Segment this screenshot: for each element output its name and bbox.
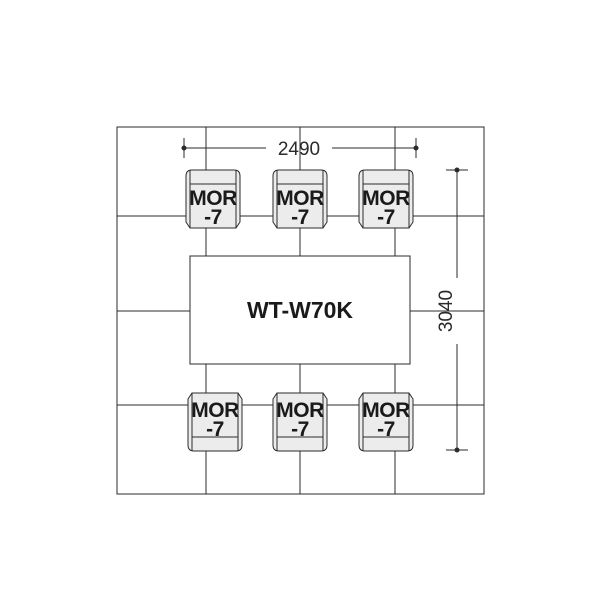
width-dimension-label: 2490 — [278, 139, 320, 160]
chair-top-right: MOR -7 — [358, 169, 414, 229]
width-dim-dot-left — [181, 145, 187, 151]
width-dim-dot-right — [413, 145, 419, 151]
chair-bottom-center: MOR -7 — [272, 392, 328, 452]
chair-bottom-left: MOR -7 — [187, 392, 243, 452]
chair-bottom-right: MOR -7 — [358, 392, 414, 452]
chair-label-line1: MOR — [362, 399, 410, 422]
chair-label-line1: MOR — [191, 399, 239, 422]
depth-dim-dot-bottom — [454, 447, 460, 453]
chair-label-line1: MOR — [189, 187, 237, 210]
table — [189, 255, 411, 365]
depth-dim-dot-top — [454, 167, 460, 173]
chair-label-line1: MOR — [276, 399, 324, 422]
width-dimension — [181, 138, 419, 158]
depth-dimension-label: 3040 — [436, 290, 457, 332]
chair-label-line1: MOR — [362, 187, 410, 210]
chair-label-line2: -7 — [204, 206, 222, 229]
chair-label-line2: -7 — [291, 206, 309, 229]
chair-top-center: MOR -7 — [272, 169, 328, 229]
chair-label-line2: -7 — [291, 418, 309, 441]
table-label: WT-W70K — [247, 297, 353, 323]
chair-label-line2: -7 — [206, 418, 224, 441]
chair-label-line2: -7 — [377, 418, 395, 441]
depth-dimension — [446, 167, 468, 453]
chair-label-line2: -7 — [377, 206, 395, 229]
chair-label-line1: MOR — [276, 187, 324, 210]
chair-top-left: MOR -7 — [185, 169, 241, 229]
